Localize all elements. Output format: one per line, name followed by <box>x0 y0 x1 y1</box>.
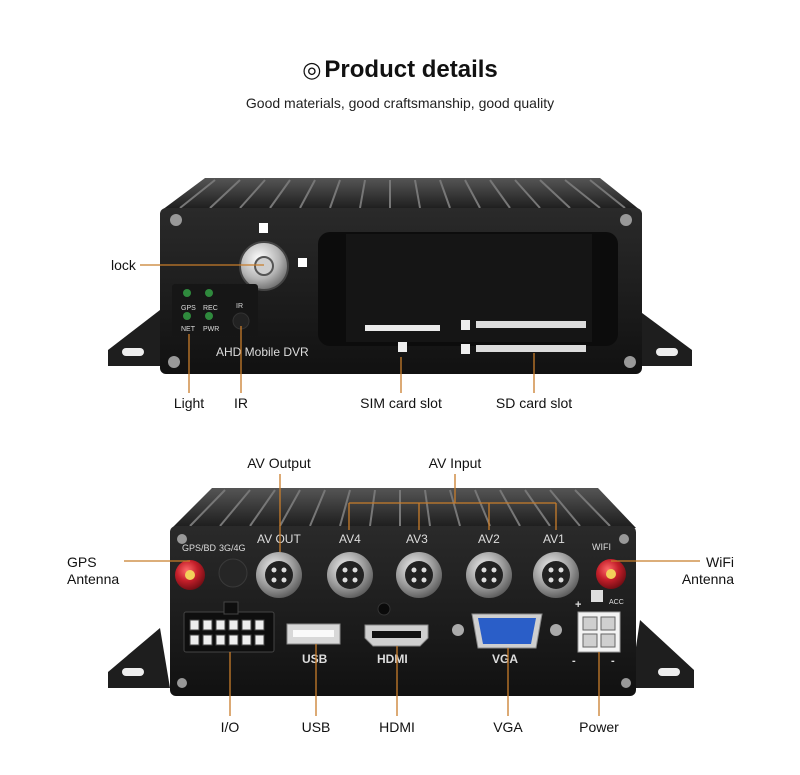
av3-connector <box>396 552 442 598</box>
callout-usb: USB <box>301 719 331 735</box>
power-plus-label: + <box>575 599 581 611</box>
screw <box>177 534 187 544</box>
callout-sim-card-slot: SIM card slot <box>360 395 442 411</box>
led-label-pwr: PWR <box>203 326 219 333</box>
hdmi-slot <box>372 631 421 638</box>
acc-marker <box>591 590 603 602</box>
power-minus-label-right: - <box>611 655 615 667</box>
callout-wifi-antenna-line2: Antenna <box>681 571 734 587</box>
rear-top-fins <box>172 488 636 528</box>
av2-label: AV2 <box>478 532 500 546</box>
mic-hole <box>377 602 391 616</box>
av1-connector <box>533 552 579 598</box>
av4-connector <box>327 552 373 598</box>
sd-card-icon <box>461 344 470 354</box>
screw <box>168 356 180 368</box>
power-minus-label-left: - <box>572 655 576 667</box>
screw <box>170 214 182 226</box>
ir-label: IR <box>236 303 243 310</box>
led-rec <box>205 289 213 297</box>
led-gps <box>183 289 191 297</box>
led-label-net: NET <box>181 326 196 333</box>
screw <box>620 214 632 226</box>
rear-bracket-left <box>108 628 170 688</box>
gps-bd-label: GPS/BD <box>182 543 217 553</box>
av1-label: AV1 <box>543 532 565 546</box>
title-text: Product details <box>324 56 498 83</box>
callout-ir: IR <box>234 395 248 411</box>
callout-av-input: AV Input <box>428 455 482 471</box>
av4-label: AV4 <box>339 532 361 546</box>
lock-icon <box>298 258 307 267</box>
callout-lock: lock <box>111 257 136 273</box>
rear-bracket-slot <box>122 668 144 676</box>
callout-io: I/O <box>220 719 240 735</box>
led-label-gps: GPS <box>181 305 196 312</box>
av-out-connector <box>256 552 302 598</box>
vga-screw-right <box>550 624 562 636</box>
led-label-rec: REC <box>203 305 218 312</box>
io-connector <box>183 611 275 653</box>
sd-slot-2 <box>476 345 586 352</box>
front-bracket-slot <box>656 348 678 356</box>
vga-screw-left <box>452 624 464 636</box>
front-bracket-slot <box>122 348 144 356</box>
rear-device: GPS/BD 3G/4G AV OUT AV4 AV3 AV2 AV1 WIFI <box>108 488 694 696</box>
callout-hdmi: HDMI <box>379 719 415 735</box>
usb-tongue <box>293 630 334 637</box>
callout-av-output: AV Output <box>247 455 311 471</box>
screw <box>621 678 631 688</box>
vga-panel-label: VGA <box>492 652 518 666</box>
av-out-label: AV OUT <box>257 532 301 546</box>
sim-card-icon <box>398 342 407 352</box>
vga-port <box>478 618 536 644</box>
av2-connector <box>466 552 512 598</box>
callout-vga: VGA <box>493 719 523 735</box>
front-callout-lines <box>140 264 535 393</box>
io-pins <box>189 619 265 646</box>
gps-antenna-pin <box>185 570 195 580</box>
unlock-icon <box>259 223 268 233</box>
page-subtitle: Good materials, good craftsmanship, good… <box>245 95 555 111</box>
net-label: 3G/4G <box>219 543 246 553</box>
hdmi-panel-label: HDMI <box>377 652 408 666</box>
screw <box>619 534 629 544</box>
wifi-label: WIFI <box>592 542 611 552</box>
av3-label: AV3 <box>406 532 428 546</box>
lock-keyhole <box>254 256 274 276</box>
callout-wifi-antenna-line1: WiFi <box>706 554 734 570</box>
callout-gps-antenna-line1: GPS <box>67 554 97 570</box>
front-device: GPS REC NET PWR IR AHD Mobile DVR <box>108 178 692 374</box>
screw <box>177 678 187 688</box>
model-text: AHD Mobile DVR <box>216 345 309 359</box>
sd-card-icon <box>461 320 470 330</box>
led-pwr <box>205 312 213 320</box>
rear-callout-lines <box>124 474 700 716</box>
sd-slot-1 <box>476 321 586 328</box>
circle-icon: ◎ <box>302 57 322 82</box>
led-net <box>183 312 191 320</box>
callout-light: Light <box>173 395 205 411</box>
screw <box>624 356 636 368</box>
rear-bracket-right <box>630 620 694 688</box>
usb-panel-label: USB <box>302 652 328 666</box>
callout-gps-antenna-line2: Antenna <box>67 571 120 587</box>
page-title: ◎Product details <box>0 56 800 84</box>
net-antenna-cap <box>218 558 248 588</box>
rear-bracket-slot <box>658 668 680 676</box>
wifi-antenna-pin <box>606 569 616 579</box>
callout-sd-card-slot: SD card slot <box>495 395 573 411</box>
sim-slot <box>365 325 440 331</box>
callout-power: Power <box>579 719 619 735</box>
acc-label: ACC <box>609 599 624 606</box>
io-latch <box>223 601 239 615</box>
